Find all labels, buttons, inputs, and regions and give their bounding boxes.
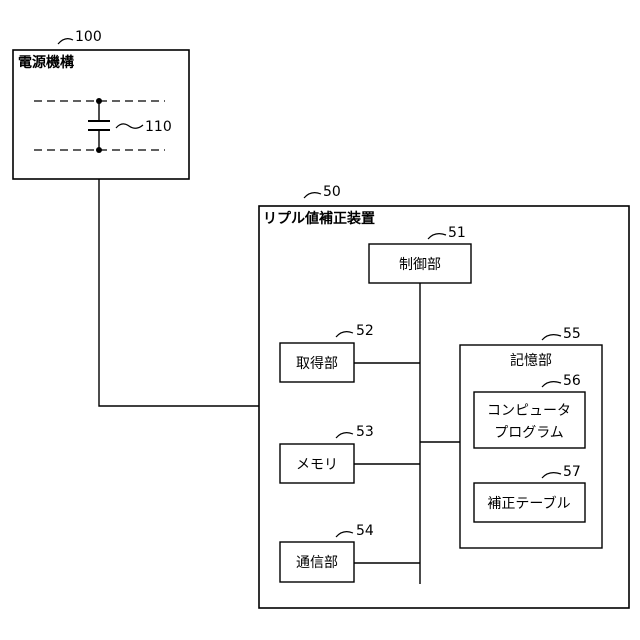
memory-unit-label: メモリ: [296, 457, 338, 473]
table-ref-number: 57: [563, 464, 581, 480]
power-mechanism: 電源機構 100 110: [13, 29, 189, 179]
computer-program-label-line2: プログラム: [494, 425, 564, 441]
acquire-ref-number: 52: [356, 323, 374, 339]
communication-unit-label: 通信部: [296, 555, 338, 571]
memory-ref-number: 53: [356, 424, 374, 440]
correction-table-label: 補正テーブル: [487, 495, 570, 512]
storage-unit: 記憶部 55 コンピュータ プログラム 56 補正テーブル 57: [460, 326, 602, 548]
ripple-correction-device: リプル値補正装置 50 制御部 51 取得部 52 メモリ 53: [259, 184, 629, 608]
power-mechanism-title: 電源機構: [18, 54, 74, 71]
program-ref-number: 56: [563, 373, 581, 389]
storage-unit-label: 記憶部: [510, 352, 552, 369]
capacitor-ref-number: 110: [145, 119, 172, 135]
computer-program-label-line1: コンピュータ: [487, 403, 571, 419]
control-ref-number: 51: [448, 225, 466, 241]
power-connection-line: [99, 179, 259, 406]
device-title: リプル値補正装置: [263, 210, 375, 227]
device-ref-leader: [304, 193, 321, 198]
acquisition-unit-label: 取得部: [296, 355, 338, 372]
power-ref-number: 100: [75, 29, 102, 45]
control-unit-label: 制御部: [399, 257, 441, 273]
comm-ref-number: 54: [356, 523, 374, 539]
power-ref-leader: [58, 39, 73, 44]
storage-ref-number: 55: [563, 326, 581, 342]
device-ref-number: 50: [323, 184, 341, 200]
